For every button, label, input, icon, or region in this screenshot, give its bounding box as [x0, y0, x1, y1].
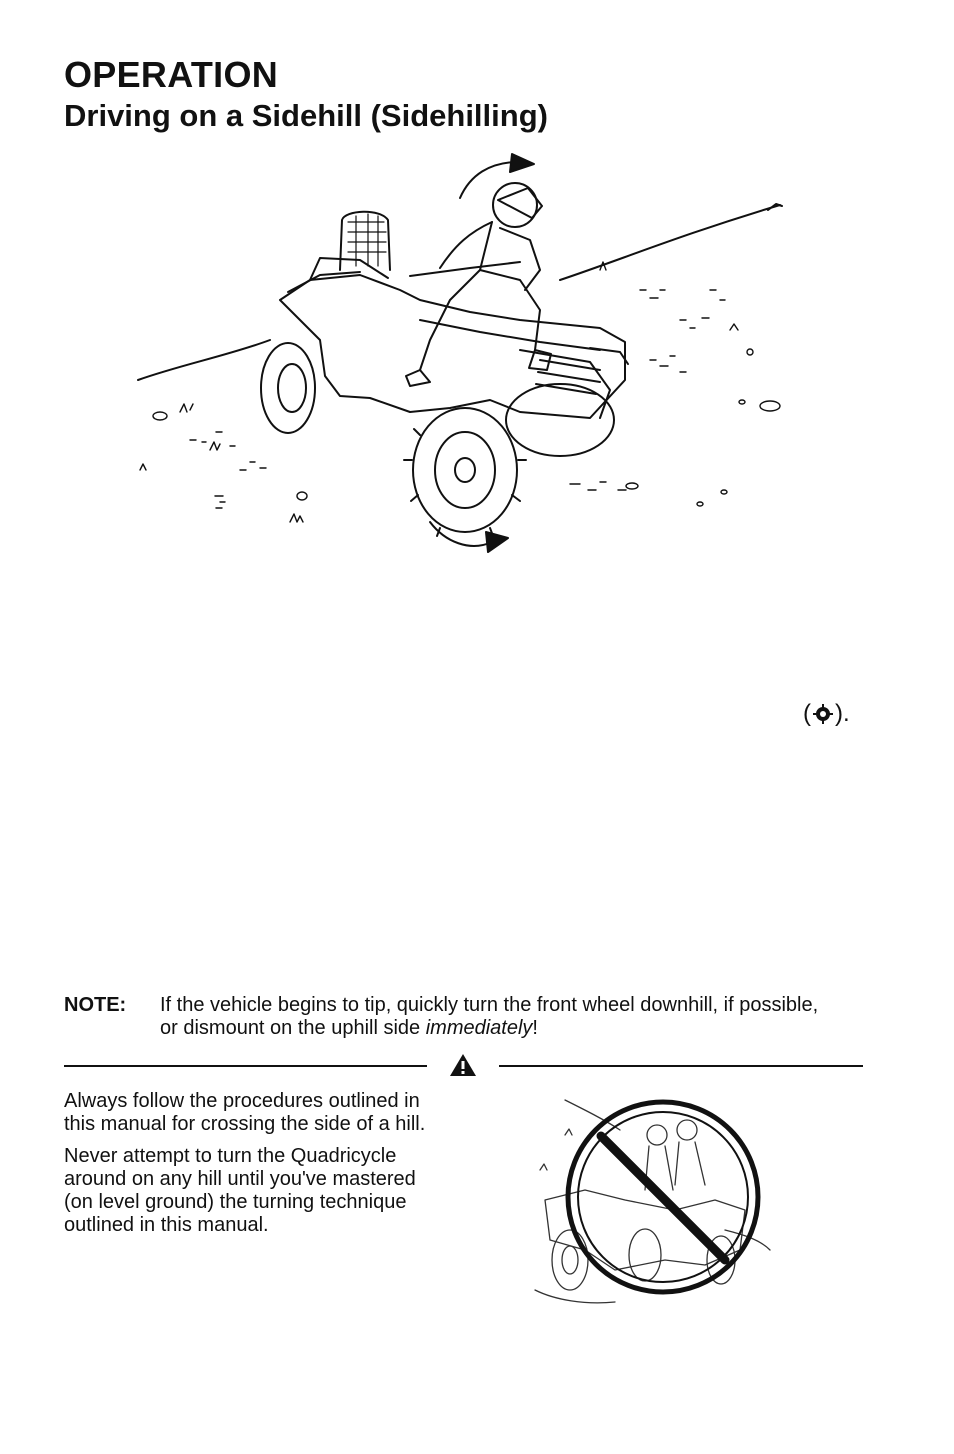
drive-system-icon	[813, 704, 833, 724]
warning-paragraph: Always follow the procedures outlined in…	[64, 1090, 426, 1135]
open-paren: (	[803, 700, 811, 727]
warning-paragraph: Never attempt to turn the Quadricycle ar…	[64, 1145, 416, 1236]
symbol-reference: ( ).	[803, 700, 850, 728]
atv-sidehill-illustration	[120, 150, 820, 570]
warning-divider-right	[499, 1065, 863, 1067]
page-subtitle: Driving on a Sidehill (Sidehilling)	[64, 98, 548, 133]
warning-text: Always follow the procedures outlined in…	[64, 1090, 444, 1246]
note-text-end: !	[532, 1017, 538, 1039]
note-text-main: If the vehicle begins to tip, quickly tu…	[160, 994, 819, 1039]
note-text: If the vehicle begins to tip, quickly tu…	[160, 994, 840, 1040]
section-title: OPERATION	[64, 54, 279, 95]
close-paren: ).	[835, 700, 850, 727]
note-emphasis: immediately	[425, 1017, 533, 1039]
prohibited-sign-icon	[525, 1090, 785, 1315]
warning-triangle-icon	[450, 1054, 476, 1076]
warning-divider-left	[64, 1065, 427, 1067]
note-label: NOTE:	[64, 994, 127, 1016]
